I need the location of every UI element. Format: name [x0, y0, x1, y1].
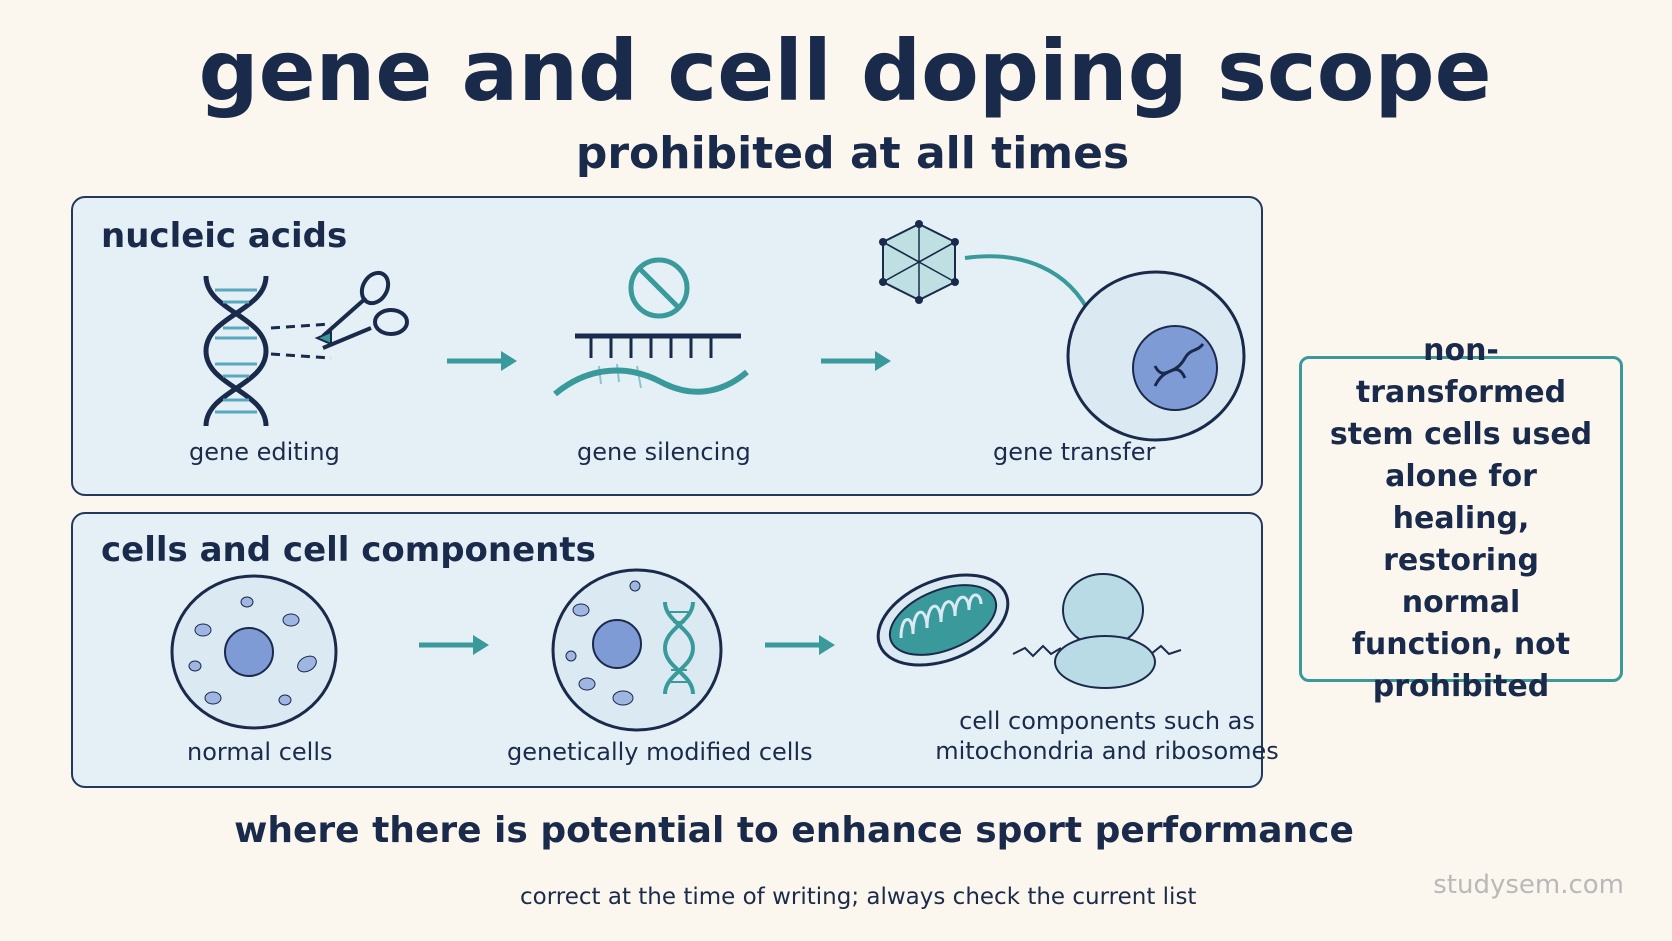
- arrow-icon: [419, 635, 489, 655]
- label-normal-cells: normal cells: [187, 738, 333, 766]
- watermark: studysem.com: [1433, 870, 1624, 900]
- viral-vector-cell-icon: [879, 220, 1246, 442]
- footer-statement: where there is potential to enhance spor…: [0, 810, 1672, 851]
- label-gene-silencing: gene silencing: [577, 438, 751, 466]
- page-subtitle: prohibited at all times: [575, 128, 1130, 179]
- panel-nucleic-acids: nucleic acids gene editing: [71, 196, 1263, 496]
- mitochondria-ribosome-icon: [876, 573, 1182, 689]
- footer-text: where there is potential to enhance spor…: [234, 810, 1354, 851]
- arrow-icon: [447, 351, 517, 371]
- panel-cells-and-components: cells and cell components normal cells: [71, 512, 1279, 788]
- label-gene-transfer: gene transfer: [993, 438, 1156, 466]
- panel-title-cells: cells and cell components: [101, 530, 596, 570]
- label-cell-components: cell components such as mitochondria and…: [935, 707, 1279, 765]
- page-title: gene and cell doping scope: [198, 22, 1492, 120]
- cell-icon: [170, 574, 338, 730]
- side-note-text: non-transformed stem cells used alone fo…: [1329, 333, 1593, 704]
- dna-scissors-icon: [203, 270, 409, 427]
- gene-silencing-icon: [553, 257, 749, 397]
- arrow-icon: [765, 635, 835, 655]
- footer-note: correct at the time of writing; always c…: [520, 884, 1197, 910]
- label-genetically-modified-cells: genetically modified cells: [507, 738, 813, 766]
- panel-title-nucleic-acids: nucleic acids: [101, 216, 348, 256]
- arrow-icon: [821, 351, 891, 371]
- label-gene-editing: gene editing: [189, 438, 340, 466]
- modified-cell-icon: [551, 568, 723, 732]
- side-note-box: non-transformed stem cells used alone fo…: [1299, 333, 1623, 704]
